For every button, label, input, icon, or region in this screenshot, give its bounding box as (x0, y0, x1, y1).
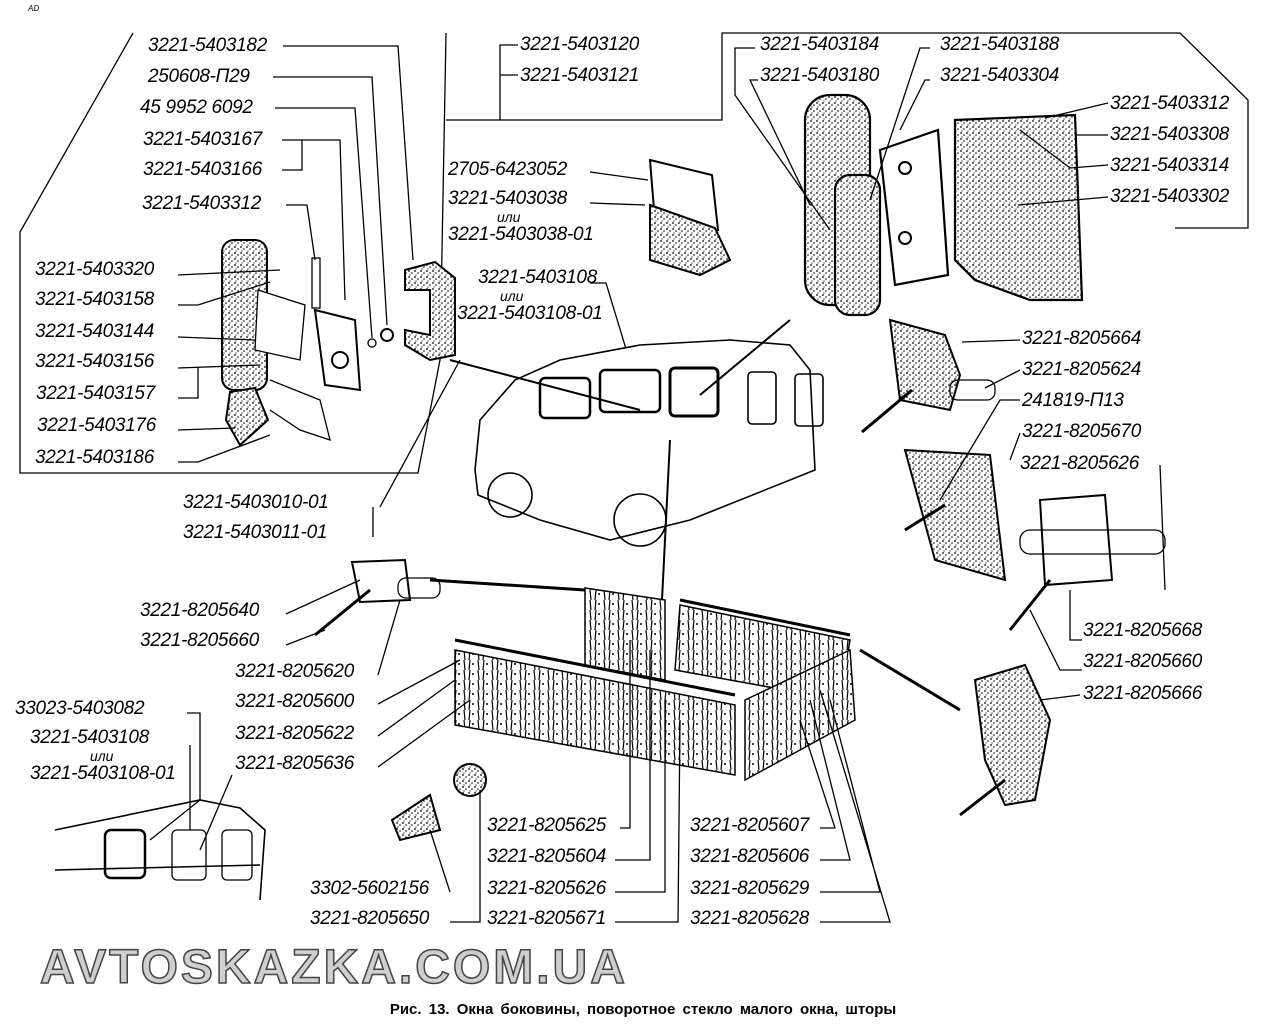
part-label: 3221-5403158 (35, 289, 154, 310)
part-label: 3221-5403184 (760, 34, 879, 55)
part-label: 3221-5403108 (478, 267, 597, 288)
corner-mark: AD (28, 4, 40, 13)
part-label: 241819-П13 (1022, 390, 1124, 411)
part-label: 3221-8205600 (235, 691, 354, 712)
part-label: 3221-8205629 (690, 878, 809, 899)
part-label: 3221-5403038-01 (448, 224, 594, 245)
or-word: или (497, 209, 521, 225)
part-label: 3221-5403166 (143, 159, 262, 180)
part-label: 3221-5403156 (35, 351, 154, 372)
part-label: 3221-8205626 (487, 878, 606, 899)
part-label: 3221-8205660 (140, 630, 259, 651)
part-label: 250608-П29 (148, 66, 250, 87)
part-label: 3221-8205624 (1022, 359, 1141, 380)
part-label: 3221-5403320 (35, 259, 154, 280)
part-label: 3221-8205607 (690, 815, 809, 836)
part-label: 3221-5403108-01 (457, 303, 603, 324)
part-label: 3221-5403108 (30, 727, 149, 748)
part-label: 3221-5403011-01 (183, 522, 328, 543)
part-label: 3221-5403157 (36, 383, 155, 404)
part-label: 3221-8205604 (487, 846, 606, 867)
part-label: 3221-8205620 (235, 661, 354, 682)
part-label: 3221-8205660 (1083, 651, 1202, 672)
part-label: 3221-5403167 (143, 129, 262, 150)
part-label: 3221-5403038 (448, 188, 567, 209)
part-label: 3221-5403188 (940, 34, 1059, 55)
part-label: 3221-5403312 (142, 193, 261, 214)
part-label: 3221-8205650 (310, 908, 429, 929)
part-label: 3221-5403308 (1110, 124, 1229, 145)
part-label: 3221-8205626 (1020, 453, 1139, 474)
part-label: 3221-5403314 (1110, 155, 1229, 176)
part-label: 3221-8205606 (690, 846, 809, 867)
figure-caption: Рис. 13. Окна боковины, поворотное стекл… (389, 1001, 897, 1018)
part-label: 3302-5602156 (310, 878, 429, 899)
or-word: или (90, 748, 114, 764)
part-label: 33023-5403082 (15, 698, 145, 719)
part-label: 3221-8205622 (235, 723, 354, 744)
part-label: 3221-5403144 (35, 321, 154, 342)
part-label: 3221-8205640 (140, 600, 259, 621)
or-word: или (500, 288, 524, 304)
part-label: 3221-8205664 (1022, 328, 1141, 349)
part-label: 3221-5403108-01 (30, 763, 176, 784)
part-label: 3221-5403182 (148, 35, 267, 56)
part-label: 3221-5403121 (520, 65, 639, 86)
part-label: 3221-5403010-01 (183, 492, 329, 513)
part-label: 3221-5403312 (1110, 93, 1229, 114)
part-label: 3221-5403304 (940, 65, 1059, 86)
part-label: 3221-5403302 (1110, 186, 1229, 207)
part-label: 2705-6423052 (448, 159, 567, 180)
part-label: 3221-5403180 (760, 65, 879, 86)
part-label: 45 9952 6092 (140, 97, 253, 118)
part-label: 3221-8205668 (1083, 620, 1202, 641)
part-label: 3221-8205625 (487, 815, 606, 836)
part-label: 3221-8205628 (690, 908, 809, 929)
part-label: 3221-5403176 (37, 415, 156, 436)
watermark: AVTOSKAZKA.COM.UA (39, 941, 628, 995)
part-label: 3221-5403186 (35, 447, 154, 468)
part-label: 3221-8205670 (1022, 421, 1141, 442)
part-label: 3221-8205636 (235, 753, 354, 774)
part-label: 3221-5403120 (520, 34, 639, 55)
van-illustration (474, 339, 824, 547)
part-label: 3221-8205671 (487, 908, 606, 929)
part-label: 3221-8205666 (1083, 683, 1202, 704)
